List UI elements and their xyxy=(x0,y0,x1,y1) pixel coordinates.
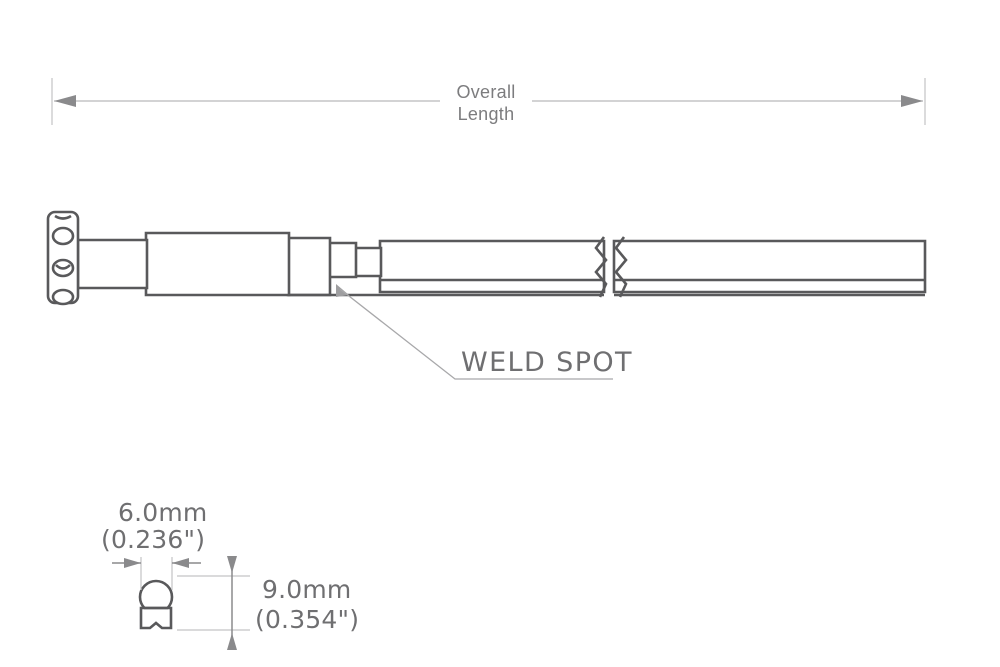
main-tube-left xyxy=(378,239,606,294)
flange-top-curve xyxy=(54,214,72,220)
width-arrow-right-icon xyxy=(172,558,189,568)
height-dimension-imperial: (0.354") xyxy=(255,605,359,634)
overall-length-label-line1: Overall xyxy=(456,82,515,102)
base-block xyxy=(139,606,173,630)
arrowhead-right-icon xyxy=(901,95,923,107)
side-elevation-view xyxy=(46,210,927,306)
break-line-left xyxy=(594,236,608,298)
height-arrow-top-icon xyxy=(227,556,237,573)
arrowhead-left-icon xyxy=(54,95,76,107)
break-line-right xyxy=(614,236,628,298)
height-dimension: 9.0mm (0.354") xyxy=(177,556,359,650)
width-dimension: 6.0mm (0.236") xyxy=(101,498,207,590)
shaft-segment-1 xyxy=(76,238,149,290)
shaft-collar xyxy=(327,241,358,279)
shaft-waist xyxy=(353,246,383,278)
flange-hole-top xyxy=(51,226,75,246)
overall-length-label-line2: Length xyxy=(458,104,515,124)
width-dimension-metric: 6.0mm xyxy=(118,498,207,527)
width-arrow-left-icon xyxy=(124,558,141,568)
width-dimension-imperial: (0.236") xyxy=(101,525,205,554)
weld-leader-line xyxy=(339,288,613,380)
shaft-segment-2 xyxy=(144,231,291,297)
weld-spot-label: WELD SPOT xyxy=(461,347,633,378)
height-dimension-metric: 9.0mm xyxy=(262,575,351,604)
overall-length-dimension: Overall Length xyxy=(51,78,926,125)
weld-body-block xyxy=(286,236,332,297)
flange-middle-curve xyxy=(55,264,71,270)
height-arrow-bottom-icon xyxy=(227,633,237,650)
main-tube-right xyxy=(612,239,927,294)
cross-section-view: 6.0mm (0.236") 9.0mm (0.354") xyxy=(101,498,359,650)
overall-label-backdrop xyxy=(440,80,532,122)
flange-hole-bottom xyxy=(51,288,75,306)
weld-spot-annotation: WELD SPOT xyxy=(336,284,633,380)
